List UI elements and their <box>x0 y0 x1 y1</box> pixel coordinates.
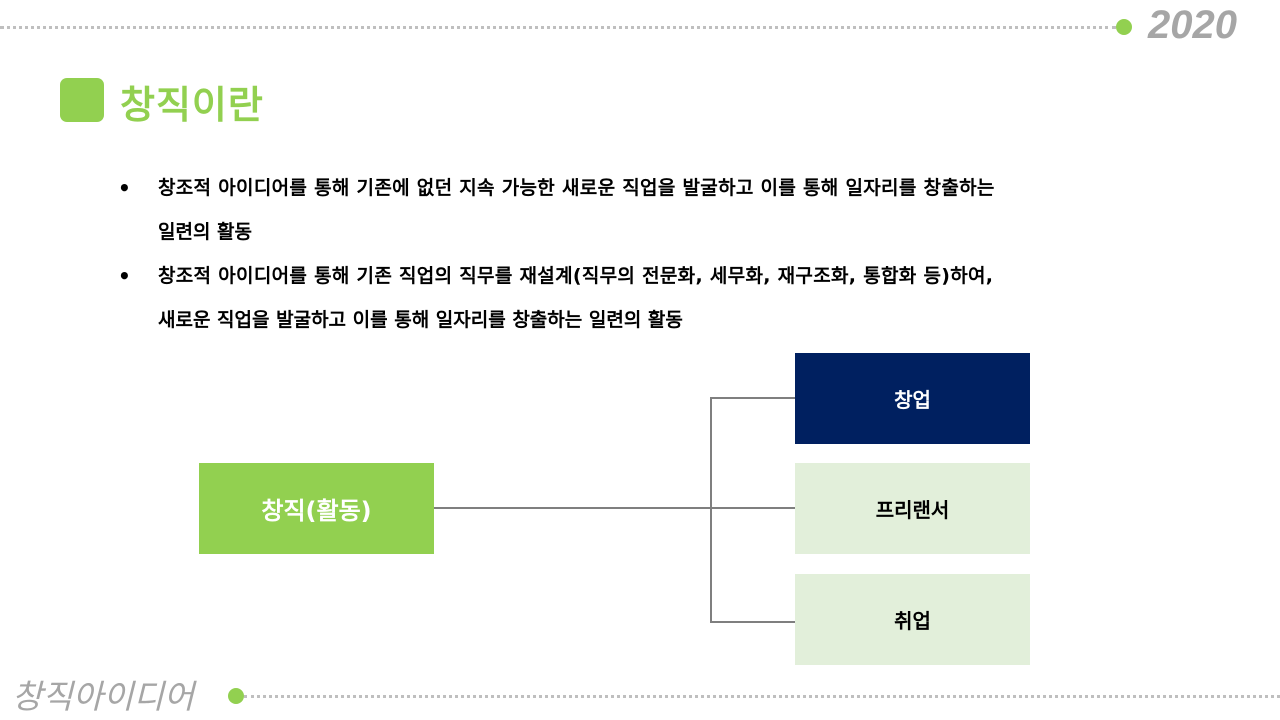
connector-branch-top <box>710 397 795 399</box>
root-node-label: 창직(활동) <box>261 497 372 525</box>
definition-line: 창조적 아이디어를 통해 기존에 없던 지속 가능한 새로운 직업을 발굴하고 … <box>158 177 995 199</box>
bullet-icon: • <box>118 264 131 288</box>
title-marker-icon <box>60 78 104 122</box>
node-label: 프리랜서 <box>875 498 950 522</box>
footer-dotted-line <box>244 695 1280 698</box>
definition-item: • 창조적 아이디어를 통해 기존 직업의 직무를 재설계(직무의 전문화, 세… <box>118 254 1118 342</box>
definition-item: • 창조적 아이디어를 통해 기존에 없던 지속 가능한 새로운 직업을 발굴하… <box>118 166 1118 254</box>
footer-brand: 창직아이디어 <box>12 677 195 716</box>
definition-line: 새로운 직업을 발굴하고 이를 통해 일자리를 창출하는 일련의 활동 <box>158 309 683 331</box>
diagram-node-startup: 창업 <box>795 353 1030 444</box>
connector-root-horizontal <box>434 507 795 509</box>
diagram-node-employment: 취업 <box>795 574 1030 665</box>
header-dotted-line <box>0 26 1116 29</box>
connector-vertical <box>710 397 712 623</box>
node-label: 창업 <box>894 388 931 412</box>
definition-list: • 창조적 아이디어를 통해 기존에 없던 지속 가능한 새로운 직업을 발굴하… <box>118 166 1118 342</box>
diagram-root-node: 창직(활동) <box>199 463 434 554</box>
footer-dot <box>228 688 244 704</box>
node-label: 취업 <box>894 609 931 633</box>
definition-line: 일련의 활동 <box>158 221 253 243</box>
page-title: 창직이란 <box>120 83 264 127</box>
bullet-icon: • <box>118 176 131 200</box>
header-year: 2020 <box>1148 3 1237 47</box>
header-dot <box>1116 19 1132 35</box>
diagram-node-freelancer: 프리랜서 <box>795 463 1030 554</box>
definition-line: 창조적 아이디어를 통해 기존 직업의 직무를 재설계(직무의 전문화, 세무화… <box>158 265 994 287</box>
connector-branch-bottom <box>710 621 795 623</box>
